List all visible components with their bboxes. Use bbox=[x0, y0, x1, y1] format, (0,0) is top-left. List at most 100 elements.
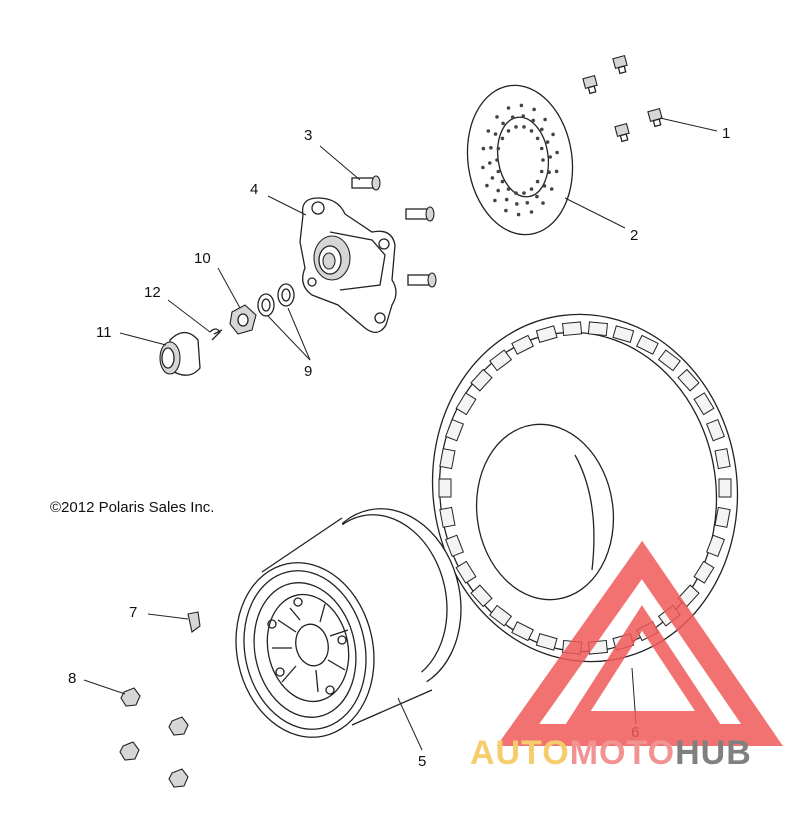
tread-block bbox=[587, 321, 608, 337]
lug-nuts bbox=[119, 687, 189, 788]
disc-hole bbox=[535, 194, 539, 199]
tread-block bbox=[612, 325, 635, 343]
watermark-word-moto: MOTO bbox=[570, 734, 675, 772]
disc-hole bbox=[501, 121, 505, 126]
disc-hole bbox=[500, 179, 505, 184]
tread-block bbox=[511, 334, 535, 355]
disc-hole bbox=[506, 129, 511, 133]
tread-block bbox=[706, 418, 725, 442]
tread-block bbox=[470, 584, 493, 608]
tread-block bbox=[693, 392, 715, 416]
disc-hole bbox=[515, 202, 519, 206]
disc-hole bbox=[539, 146, 544, 151]
callout-12: 12 bbox=[144, 284, 161, 301]
disc-hole bbox=[535, 179, 540, 184]
callout-7: 7 bbox=[129, 604, 137, 621]
callout-9: 9 bbox=[304, 363, 312, 380]
callout-4: 4 bbox=[250, 181, 258, 198]
disc-hole bbox=[521, 114, 525, 118]
wheel-rim bbox=[235, 508, 462, 738]
disc-hole bbox=[549, 187, 554, 191]
callout-2: 2 bbox=[630, 227, 638, 244]
callout-5: 5 bbox=[418, 753, 426, 770]
castle-nut bbox=[229, 304, 257, 335]
disc-hole bbox=[506, 106, 511, 110]
tread-block bbox=[535, 633, 558, 651]
disc-hole bbox=[555, 150, 559, 155]
disc-hole bbox=[481, 146, 486, 151]
disc-hole bbox=[488, 161, 492, 165]
disc-hole bbox=[540, 127, 544, 132]
cotter-pin bbox=[209, 328, 223, 341]
disc-hole bbox=[545, 140, 550, 144]
tread-block bbox=[438, 478, 452, 498]
hub-studs bbox=[351, 175, 437, 288]
disc-hole bbox=[504, 208, 508, 213]
disc-hole bbox=[486, 129, 491, 133]
tread-block bbox=[714, 506, 731, 528]
svg-text:AUTOMOTOHUB: AUTOMOTOHUB bbox=[470, 734, 752, 772]
tread-block bbox=[445, 418, 464, 442]
automotohub-watermark: AUTOMOTOHUB bbox=[470, 540, 783, 772]
tread-block bbox=[455, 392, 477, 416]
disc-hole bbox=[504, 197, 509, 202]
disc-hole bbox=[525, 201, 530, 205]
disc-hole bbox=[535, 136, 540, 141]
tread-block bbox=[489, 604, 513, 627]
tread-block bbox=[706, 534, 725, 558]
disc-hole bbox=[510, 115, 515, 119]
disc-hole bbox=[514, 125, 518, 129]
brake-disc bbox=[466, 84, 574, 236]
watermark-inner-triangle-icon bbox=[565, 605, 722, 725]
valve-stem bbox=[187, 611, 201, 633]
disc-hole bbox=[548, 155, 552, 159]
disc-hole bbox=[485, 183, 489, 188]
tread-block bbox=[511, 621, 535, 642]
tread-block bbox=[535, 325, 558, 343]
tread-block bbox=[439, 506, 456, 528]
disc-hole bbox=[522, 125, 526, 129]
tread-block bbox=[693, 560, 715, 584]
disc-hole bbox=[490, 176, 495, 180]
disc-hole bbox=[506, 187, 511, 191]
disc-hole bbox=[493, 132, 498, 136]
tread-block bbox=[714, 448, 731, 470]
tread-block bbox=[677, 368, 700, 392]
disc-hole bbox=[551, 132, 555, 137]
disc-hole bbox=[481, 165, 485, 170]
brake-disc-holes bbox=[481, 103, 559, 217]
disc-hole bbox=[543, 117, 547, 122]
disc-hole bbox=[541, 158, 545, 162]
tread-block bbox=[562, 321, 583, 337]
callout-8: 8 bbox=[68, 670, 76, 687]
watermark-word-hub: HUB bbox=[675, 734, 752, 772]
hub-cap bbox=[159, 331, 201, 376]
disc-hole bbox=[522, 191, 526, 195]
disc-hole bbox=[529, 210, 534, 214]
disc-hole bbox=[542, 184, 547, 188]
callout-3: 3 bbox=[304, 127, 312, 144]
disc-hole bbox=[529, 129, 534, 133]
disc-hole bbox=[500, 136, 505, 141]
disc-hole bbox=[516, 212, 521, 217]
disc-hole bbox=[541, 201, 545, 205]
brake-disc-bolts bbox=[582, 54, 663, 143]
tread-block bbox=[455, 560, 477, 584]
disc-hole bbox=[514, 191, 518, 195]
watermark-triangle-icon bbox=[496, 540, 783, 746]
leader-lines bbox=[83, 117, 718, 751]
tread-block bbox=[489, 349, 513, 372]
disc-hole bbox=[495, 115, 499, 119]
disc-hole bbox=[554, 169, 559, 174]
disc-hole bbox=[531, 118, 536, 123]
disc-hole bbox=[547, 170, 551, 174]
tread-block bbox=[439, 448, 456, 470]
disc-hole bbox=[496, 169, 501, 174]
tread-block bbox=[470, 368, 493, 392]
callout-11: 11 bbox=[96, 324, 112, 341]
callout-10: 10 bbox=[194, 250, 211, 267]
washers bbox=[257, 283, 295, 317]
callout-1: 1 bbox=[722, 125, 730, 142]
tread-block bbox=[718, 478, 732, 498]
disc-hole bbox=[496, 188, 501, 193]
